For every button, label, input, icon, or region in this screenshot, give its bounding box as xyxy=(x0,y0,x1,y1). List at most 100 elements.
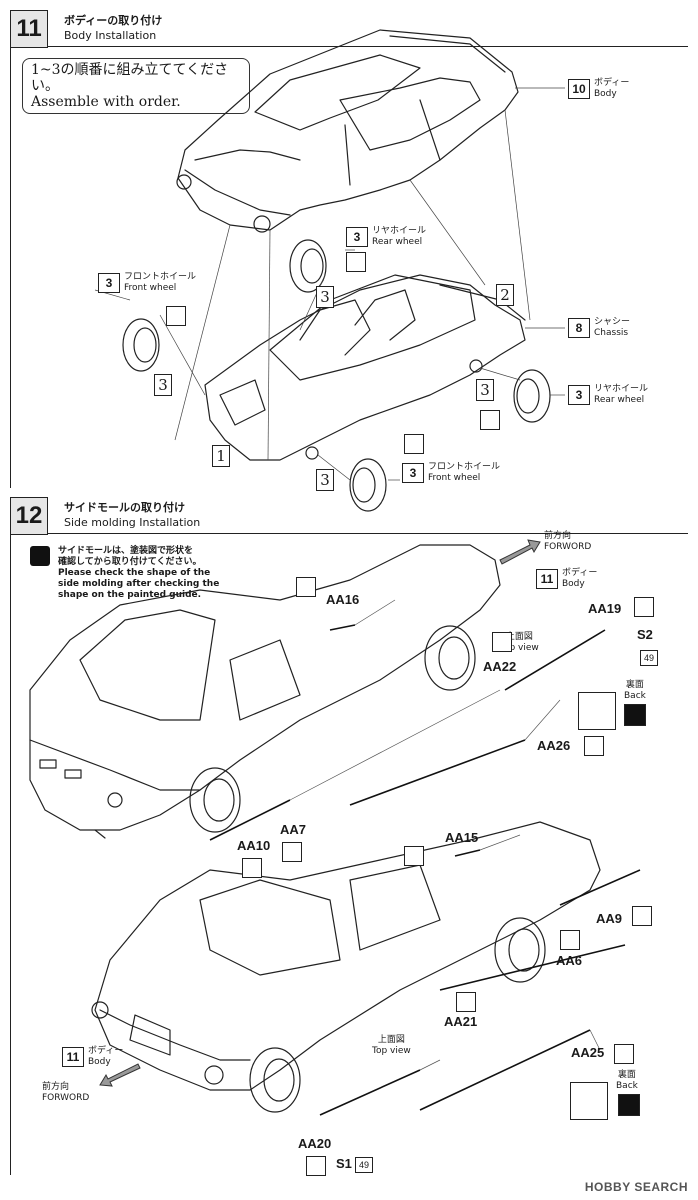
note-en-2: side molding after checking the xyxy=(58,579,220,589)
order-mark-3-rear-bottom: 3 xyxy=(476,379,494,401)
no-glue-icon xyxy=(480,410,500,430)
ref-chassis-jp: シャシー xyxy=(594,317,631,327)
glue-icon xyxy=(632,906,652,926)
back-en-lower: Back xyxy=(616,1081,638,1091)
ref-body-step12-lower-num: 11 xyxy=(62,1047,84,1067)
note-en-1: Please check the shape of the xyxy=(58,568,211,578)
step-11-title-en: Body Installation xyxy=(64,29,157,42)
ref-chassis: 8 シャシー Chassis xyxy=(568,317,630,339)
forward-en-bottom: FORWORD xyxy=(42,1093,90,1103)
ref-chassis-num: 8 xyxy=(568,318,590,338)
ref-body-step12: 11 ボディー Body xyxy=(536,568,597,590)
glue-icon xyxy=(404,846,424,866)
ref-rear-wheel-top: 3 リヤホイール Rear wheel xyxy=(346,226,426,248)
forward-jp-top: 前方向 xyxy=(544,531,572,541)
back-label-lower: 裏面 Back xyxy=(616,1070,638,1092)
ref-front-wheel-bottom-en: Front wheel xyxy=(428,473,481,483)
back-detail-diagram-lower xyxy=(570,1082,608,1120)
ref-chassis-en: Chassis xyxy=(594,328,629,338)
forward-arrows xyxy=(99,539,541,1087)
step-12-number: 12 xyxy=(10,497,48,535)
ref-front-wheel-bottom-num: 3 xyxy=(402,463,424,483)
ref-rear-wheel-bottom-jp: リヤホイール xyxy=(594,384,649,394)
back-jp-upper: 裏面 xyxy=(625,680,644,690)
top-view-jp-upper: 上面図 xyxy=(505,632,533,642)
order-mark-1: 1 xyxy=(212,445,230,467)
ref-body-step12-num: 11 xyxy=(536,569,558,589)
no-glue-icon xyxy=(346,252,366,272)
molding-strips xyxy=(209,624,641,1116)
glue-icon xyxy=(584,736,604,756)
step-11-title: ボディーの取り付け Body Installation xyxy=(64,13,162,43)
part-label-aa16: AA16 xyxy=(326,592,360,607)
forward-label-top: 前方向 FORWORD xyxy=(544,531,591,553)
order-mark-3-front-top: 3 xyxy=(154,374,172,396)
body-drawing xyxy=(122,29,551,512)
sheet-number-lower: 49 xyxy=(355,1157,373,1173)
part-label-aa20: AA20 xyxy=(298,1136,332,1151)
forward-label-bottom: 前方向 FORWORD xyxy=(42,1082,89,1104)
no-glue-icon xyxy=(404,434,424,454)
glue-icon xyxy=(282,842,302,862)
part-label-aa6: AA6 xyxy=(556,953,583,968)
watermark: HOBBY SEARCH xyxy=(584,1180,688,1194)
caution-icon xyxy=(30,546,50,566)
part-label-aa9: AA9 xyxy=(596,911,623,926)
ref-front-wheel-top: 3 フロントホイール Front wheel xyxy=(98,272,196,294)
back-detail-diagram-upper xyxy=(578,692,616,730)
note-en-3: shape on the painted guide. xyxy=(58,590,202,600)
step-11-title-jp: ボディーの取り付け xyxy=(64,14,163,27)
step-11-rule xyxy=(48,46,688,47)
ref-front-wheel-top-en: Front wheel xyxy=(124,283,177,293)
ref-front-wheel-bottom-jp: フロントホイール xyxy=(428,462,501,472)
ref-body-step12-en: Body xyxy=(562,579,585,589)
step-12-title: サイドモールの取り付け Side molding Installation xyxy=(64,500,200,530)
glue-icon xyxy=(306,1156,326,1176)
step-12-note: サイドモールは、塗装図で形状を 確認してから取り付けてください。 Please … xyxy=(58,546,219,601)
note-en: Assemble with order. xyxy=(31,94,181,110)
back-side-icon xyxy=(624,704,646,726)
step-12-side-rule xyxy=(10,535,11,1175)
step-12-rule xyxy=(48,533,688,534)
part-label-s1: S1 xyxy=(336,1156,352,1171)
ref-body: 10 ボディー Body xyxy=(568,78,629,100)
top-view-jp-lower: 上面図 xyxy=(377,1035,405,1045)
glue-icon xyxy=(492,632,512,652)
part-label-aa26: AA26 xyxy=(537,738,571,753)
step-12-title-jp: サイドモールの取り付け xyxy=(64,501,185,514)
back-label-upper: 裏面 Back xyxy=(624,680,646,702)
note-jp: 1~3の順番に組み立ててください。 xyxy=(31,62,229,94)
part-label-aa22: AA22 xyxy=(483,659,517,674)
ref-body-step12-lower-en: Body xyxy=(88,1057,111,1067)
glue-icon xyxy=(296,577,316,597)
no-glue-icon xyxy=(166,306,186,326)
ref-front-wheel-top-jp: フロントホイール xyxy=(124,272,197,282)
car-front-drawing xyxy=(91,821,601,1113)
part-label-aa7: AA7 xyxy=(280,822,307,837)
glue-icon xyxy=(242,858,262,878)
back-en-upper: Back xyxy=(624,691,646,701)
ref-rear-wheel-top-jp: リヤホイール xyxy=(372,226,427,236)
ref-rear-wheel-top-en: Rear wheel xyxy=(372,237,423,247)
glue-icon xyxy=(614,1044,634,1064)
part-label-aa25: AA25 xyxy=(571,1045,605,1060)
part-label-s2: S2 xyxy=(637,627,653,642)
guide-lines-12 xyxy=(289,599,601,1071)
ref-body-jp: ボディー xyxy=(594,78,630,88)
ref-body-step12-lower: 11 ボディー Body xyxy=(62,1046,123,1068)
ref-body-num: 10 xyxy=(568,79,590,99)
top-view-label-lower: 上面図 Top view xyxy=(372,1035,411,1057)
part-label-aa19: AA19 xyxy=(588,601,622,616)
car-rear-drawing xyxy=(29,544,501,839)
ref-rear-wheel-top-num: 3 xyxy=(346,227,368,247)
step-11-side-rule xyxy=(10,48,11,488)
order-mark-3-front-bottom: 3 xyxy=(316,469,334,491)
ref-rear-wheel-bottom-num: 3 xyxy=(568,385,590,405)
ref-body-step12-lower-jp: ボディー xyxy=(88,1046,124,1056)
note-jp-1: サイドモールは、塗装図で形状を xyxy=(58,546,194,556)
ref-front-wheel-bottom: 3 フロントホイール Front wheel xyxy=(402,462,500,484)
ref-front-wheel-top-num: 3 xyxy=(98,273,120,293)
part-label-aa21: AA21 xyxy=(444,1014,478,1029)
